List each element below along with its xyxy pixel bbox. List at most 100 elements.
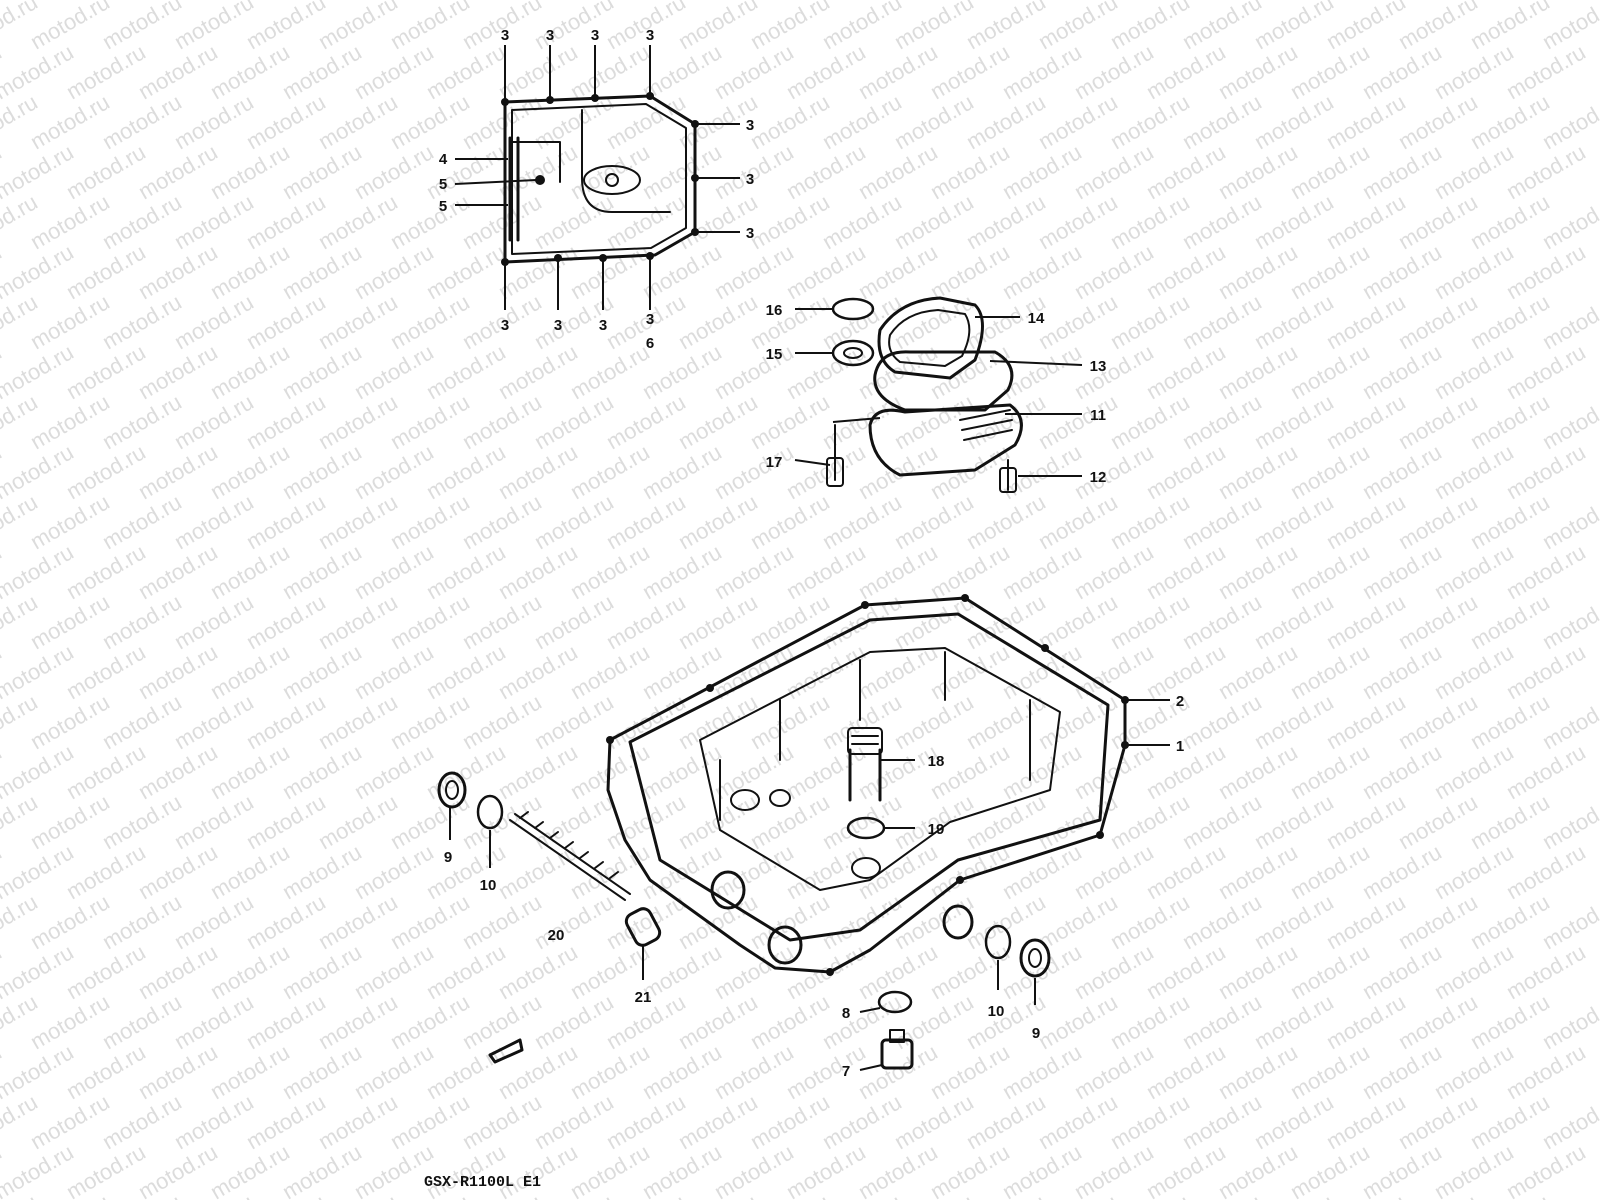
watermark-text: motod.ru [1070,939,1158,1004]
watermark-text: motod.ru [818,189,906,254]
watermark-text: motod.ru [710,1139,798,1200]
callout-2: 2 [1176,693,1184,710]
watermark-text: motod.ru [1214,639,1302,704]
watermark-text: motod.ru [62,739,150,804]
callout-1: 1 [1176,738,1184,755]
watermark-text: motod.ru [1250,89,1338,154]
watermark-text: motod.ru [1286,339,1374,404]
watermark-text: motod.ru [350,439,438,504]
watermark-text: motod.ru [494,939,582,1004]
watermark-text: motod.ru [278,139,366,204]
watermark-text: motod.ru [494,139,582,204]
watermark-text: motod.ru [242,289,330,354]
watermark-text: motod.ru [458,389,546,454]
watermark-text: motod.ru [1178,389,1266,454]
watermark-text: motod.ru [1286,39,1374,104]
watermark-text: motod.ru [98,689,186,754]
watermark-text: motod.ru [1286,839,1374,904]
watermark-text: motod.ru [422,639,510,704]
callout-3: 3 [501,27,509,44]
watermark-text: motod.ru [26,989,114,1054]
watermark-text: motod.ru [1070,239,1158,304]
callout-3: 3 [599,317,607,334]
watermark-text: motod.ru [890,689,978,754]
watermark-text: motod.ru [350,1039,438,1104]
watermark-text: motod.ru [1358,539,1446,604]
watermark-text: motod.ru [782,139,870,204]
watermark-text: motod.ru [566,39,654,104]
watermark-text: motod.ru [98,389,186,454]
watermark-text: motod.ru [674,989,762,1054]
watermark-text: motod.ru [602,489,690,554]
watermark-text: motod.ru [530,389,618,454]
watermark-text: motod.ru [1466,89,1554,154]
watermark-text: motod.ru [1106,589,1194,654]
watermark-text: motod.ru [1358,939,1446,1004]
watermark-text: motod.ru [998,939,1086,1004]
watermark-text: motod.ru [1286,239,1374,304]
watermark-text: motod.ru [1286,539,1374,604]
watermark-text: motod.ru [890,189,978,254]
watermark-text: motod.ru [1250,389,1338,454]
watermark-text: motod.ru [98,889,186,954]
watermark-text: motod.ru [530,489,618,554]
gasket-top-view [454,45,740,310]
watermark-text: motod.ru [1394,1089,1482,1154]
watermark-text: motod.ru [278,1139,366,1200]
watermark-text: motod.ru [566,339,654,404]
watermark-text: motod.ru [962,189,1050,254]
watermark-text: motod.ru [242,889,330,954]
watermark-text: motod.ru [746,89,834,154]
watermark-text: motod.ru [62,339,150,404]
watermark-text: motod.ru [818,389,906,454]
watermark-text: motod.ru [1394,889,1482,954]
watermark-text: motod.ru [350,939,438,1004]
watermark-text: motod.ru [1466,589,1554,654]
watermark-text: motod.ru [386,989,474,1054]
watermark-text: motod.ru [1070,839,1158,904]
watermark-text: motod.ru [998,1139,1086,1200]
watermark-text: motod.ru [422,39,510,104]
watermark-text: motod.ru [602,389,690,454]
watermark-text: motod.ru [1502,639,1590,704]
watermark-text: motod.ru [278,939,366,1004]
watermark-text: motod.ru [638,539,726,604]
watermark-text: motod.ru [206,239,294,304]
watermark-text: motod.ru [494,439,582,504]
watermark-text: motod.ru [710,939,798,1004]
watermark-text: motod.ru [530,589,618,654]
watermark-text: motod.ru [1250,689,1338,754]
watermark-text: motod.ru [1178,789,1266,854]
watermark-text: motod.ru [170,289,258,354]
watermark-text: motod.ru [1394,89,1482,154]
watermark-text: motod.ru [1106,389,1194,454]
watermark-text: motod.ru [278,439,366,504]
watermark-text: motod.ru [782,39,870,104]
watermark-text: motod.ru [854,1139,942,1200]
watermark-text: motod.ru [818,1089,906,1154]
watermark-text: motod.ru [998,239,1086,304]
watermark-text: motod.ru [170,689,258,754]
watermark-text: motod.ru [746,489,834,554]
watermark-text: motod.ru [26,1089,114,1154]
watermark-text: motod.ru [278,739,366,804]
watermark-text: motod.ru [170,1089,258,1154]
watermark-text: motod.ru [314,389,402,454]
drain-parts [437,771,1051,1071]
callout-7: 7 [842,1063,850,1080]
watermark-text: motod.ru [782,539,870,604]
watermark-text: motod.ru [1034,689,1122,754]
watermark-text: motod.ru [62,1139,150,1200]
watermark-text: motod.ru [494,639,582,704]
watermark-text: motod.ru [62,539,150,604]
watermark-text: motod.ru [386,689,474,754]
callout-6: 6 [646,335,654,352]
watermark-text: motod.ru [998,539,1086,604]
watermark-text: motod.ru [134,339,222,404]
watermark-text: motod.ru [242,489,330,554]
watermark-text: motod.ru [1358,839,1446,904]
watermark-text: motod.ru [1358,1139,1446,1200]
watermark-text: motod.ru [854,739,942,804]
watermark-text: motod.ru [134,1139,222,1200]
watermark-text: motod.ru [926,239,1014,304]
